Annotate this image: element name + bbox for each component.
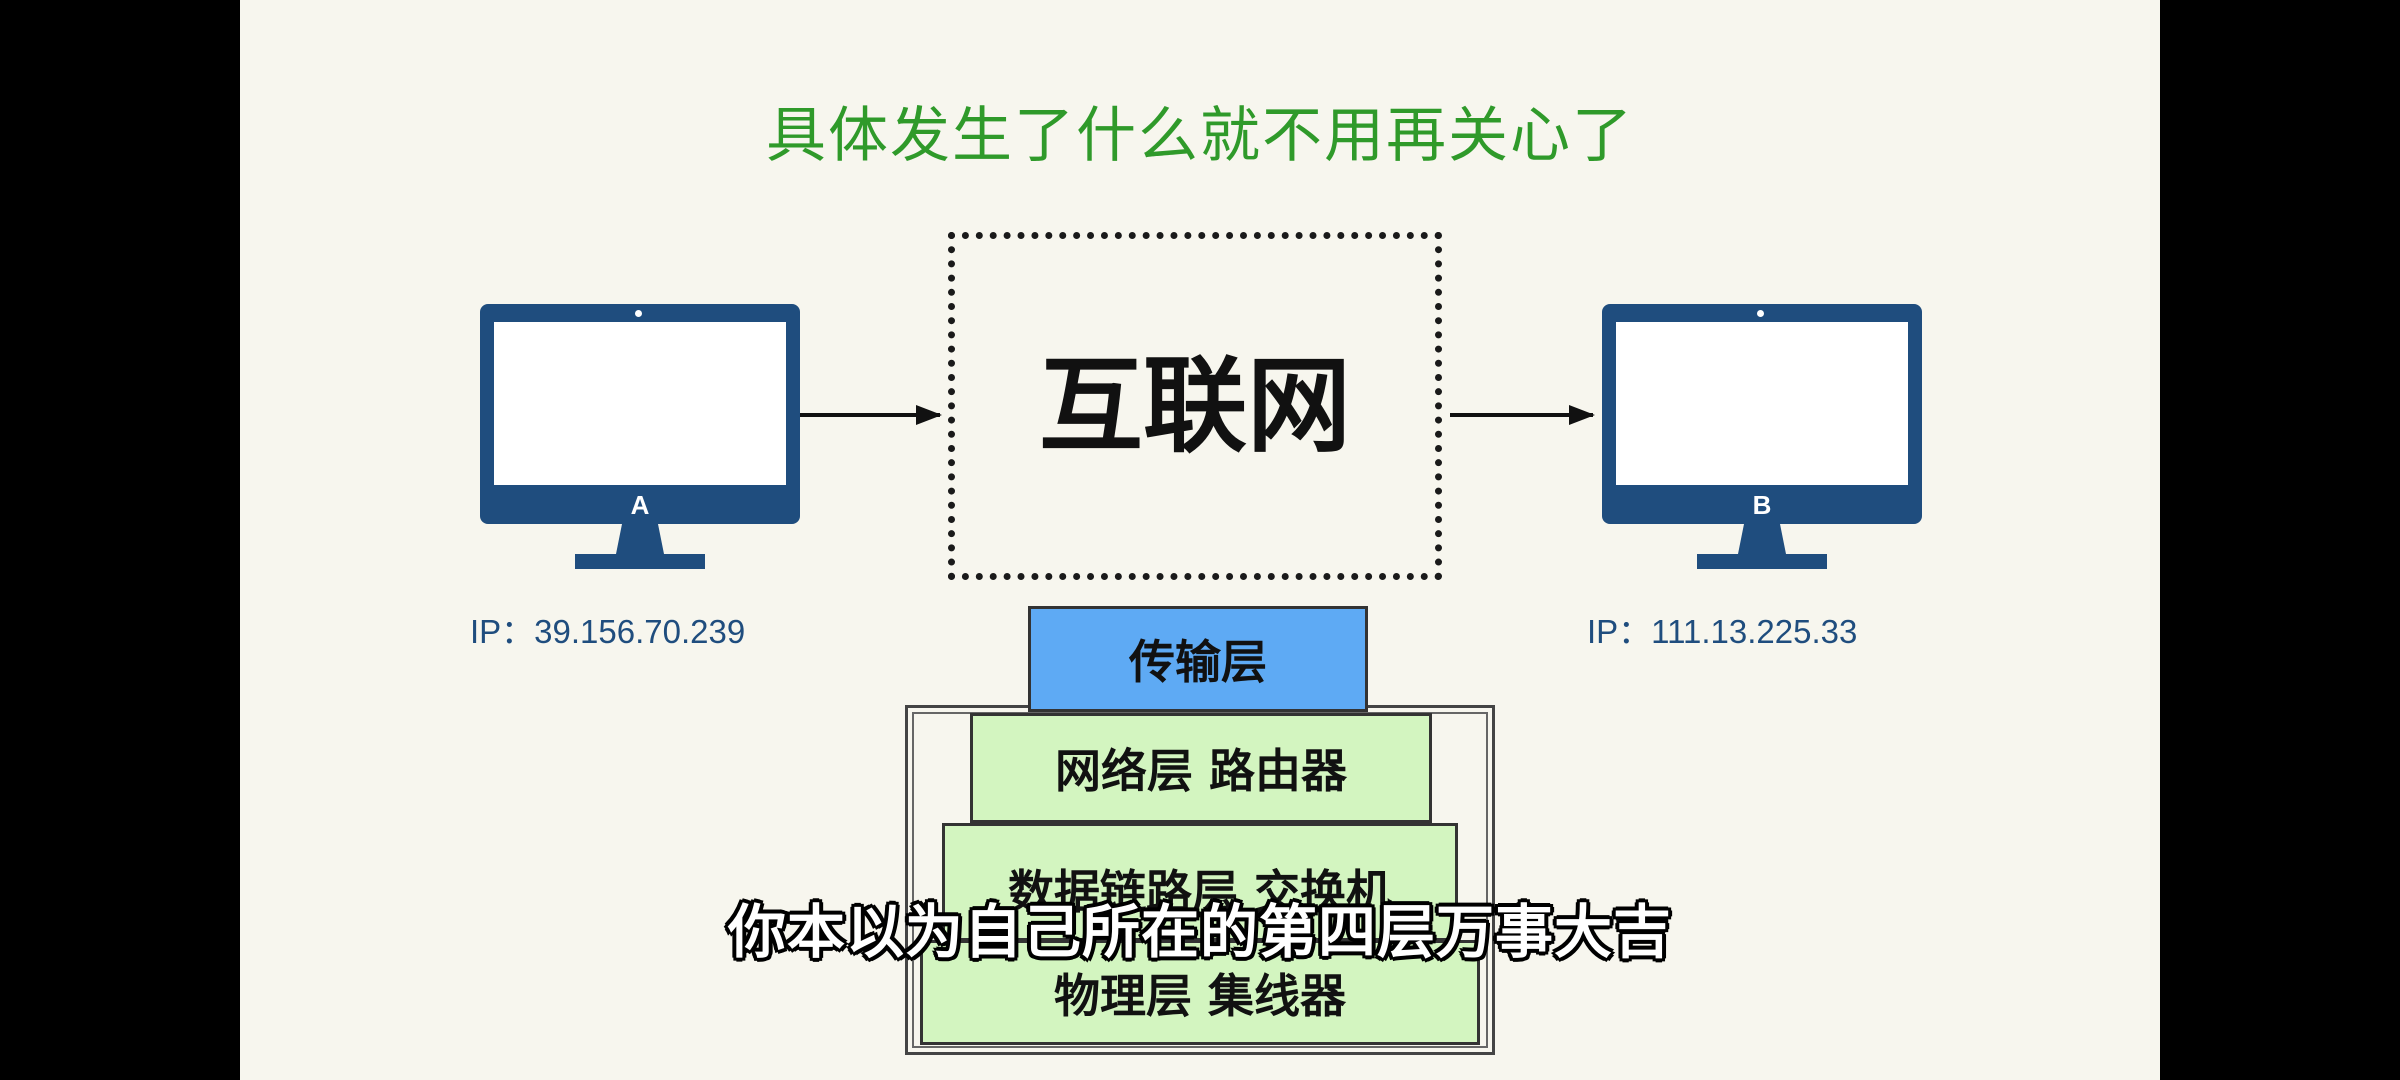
- camera-dot: [635, 310, 642, 317]
- internet-box: 互联网: [948, 232, 1442, 580]
- arrow-right-icon: [800, 405, 942, 425]
- monitor-screen: [494, 322, 786, 485]
- slide-title: 具体发生了什么就不用再关心了: [766, 101, 1634, 171]
- computer-a-monitor-icon: A: [480, 304, 800, 569]
- camera-dot: [1757, 310, 1764, 317]
- computer-a-letter: A: [630, 490, 650, 520]
- layer-transport: 传输层: [1028, 606, 1368, 712]
- computer-b-letter: B: [1752, 490, 1772, 520]
- computer-a-ip: IP：39.156.70.239: [470, 613, 746, 650]
- arrow-right-icon: [1450, 405, 1595, 425]
- monitor-neck: [1738, 524, 1786, 554]
- monitor-screen: [1616, 322, 1908, 485]
- internet-label: 互联网: [1038, 345, 1351, 467]
- layer-datalink: 数据链路层 交换机: [942, 823, 1458, 941]
- computer-b-ip: IP：111.13.225.33: [1587, 613, 1858, 650]
- monitor-neck: [616, 524, 664, 554]
- slide: 具体发生了什么就不用再关心了 A 互联网 B IP：39.156.70.239 …: [240, 0, 2160, 1080]
- monitor-base: [575, 554, 705, 569]
- video-subtitle: 你本以为自己所在的第四层万事大吉: [727, 898, 1672, 966]
- layer-network: 网络层 路由器: [970, 713, 1432, 823]
- layer-physical: 物理层 集线器: [920, 940, 1480, 1045]
- monitor-base: [1697, 554, 1827, 569]
- computer-b-monitor-icon: B: [1602, 304, 1922, 569]
